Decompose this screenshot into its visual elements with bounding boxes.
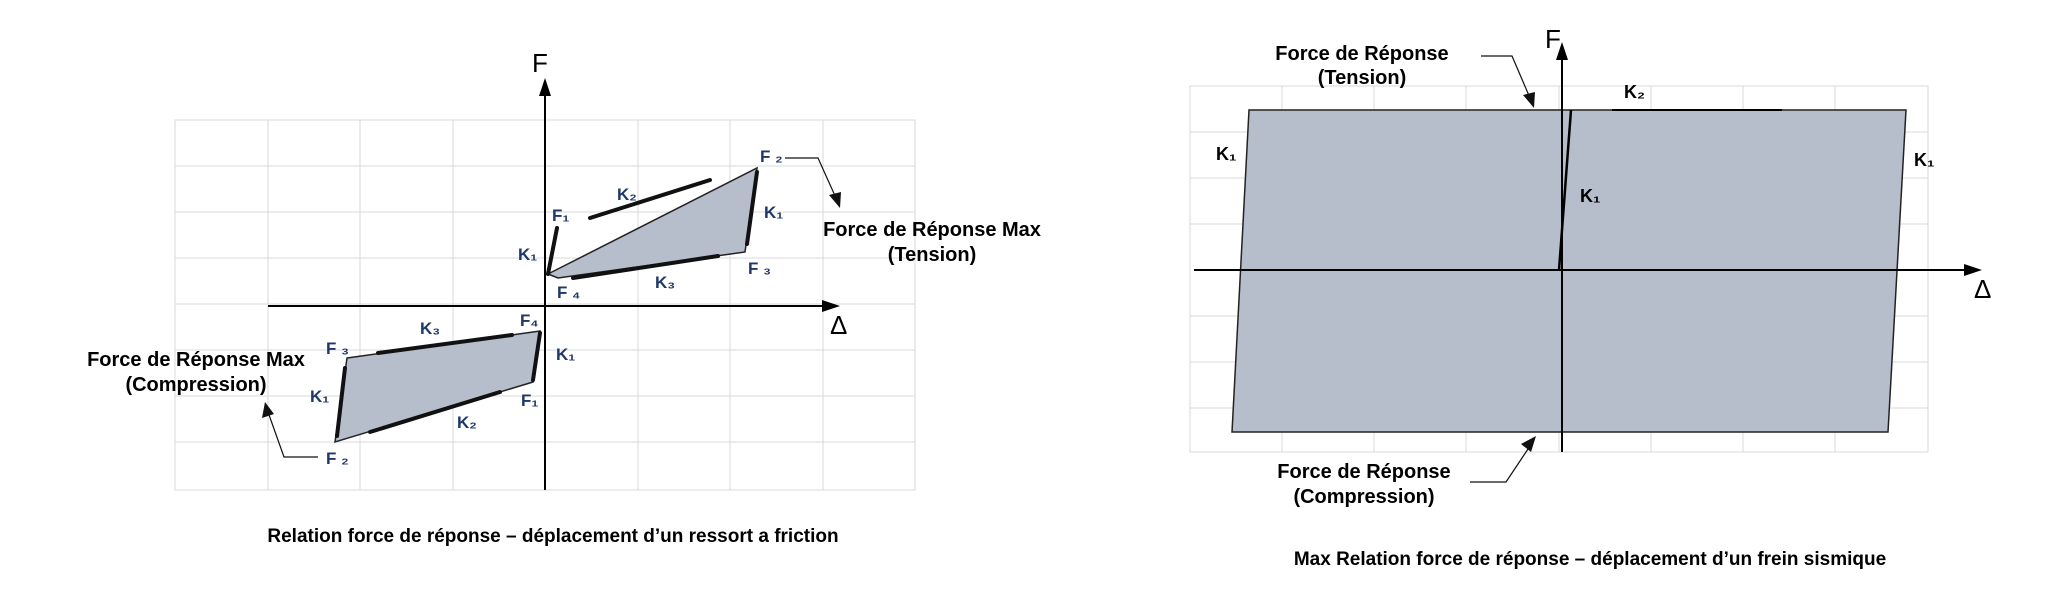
right-label-k2-top: K₂ xyxy=(1624,82,1645,102)
label-f3-upper: F ₃ xyxy=(748,259,771,278)
left-tension-callout-line1: Force de Réponse Max xyxy=(823,219,1041,241)
right-label-k1-right: K₁ xyxy=(1914,150,1934,170)
upper-hysteresis-loop xyxy=(546,166,758,279)
right-label-k1-center: K₁ xyxy=(1580,186,1600,206)
label-k1-lower-right: K₁ xyxy=(556,345,575,364)
lower-hysteresis-loop xyxy=(334,330,541,444)
right-tension-callout-line2: (Tension) xyxy=(1318,67,1407,89)
lower-k2-segment xyxy=(368,390,502,434)
left-compression-callout-line1: Force de Réponse Max xyxy=(87,349,305,371)
left-f-axis-label: F xyxy=(532,48,548,78)
left-delta-axis-label: Δ xyxy=(830,310,847,340)
label-k3-lower: K₃ xyxy=(420,319,440,338)
label-k1-lower-left: K₁ xyxy=(310,387,329,406)
upper-k1-right-segment xyxy=(745,170,759,246)
label-k1-upper-right: K₁ xyxy=(764,203,783,222)
right-delta-arrowhead xyxy=(1964,264,1982,276)
right-label-k1-left: K₁ xyxy=(1216,144,1236,164)
label-f4-upper: F ₄ xyxy=(557,283,580,302)
lower-k3-segment xyxy=(376,333,514,355)
right-compression-callout-line1: Force de Réponse xyxy=(1277,461,1450,483)
right-f-axis-label: F xyxy=(1545,24,1561,54)
right-f-arrowhead xyxy=(1556,42,1568,60)
tension-callout-arrowhead xyxy=(829,192,841,208)
lower-k1-left-segment xyxy=(335,366,347,438)
lower-k1-right-segment xyxy=(531,331,542,382)
right-tension-arrowhead xyxy=(1523,92,1535,108)
upper-k3-segment xyxy=(571,254,720,280)
left-f-arrowhead xyxy=(539,78,551,96)
right-delta-axis-label: Δ xyxy=(1974,274,1991,304)
tension-callout-pointer xyxy=(785,157,837,199)
label-k2-lower: K₂ xyxy=(457,413,477,432)
label-f1-lower: F₁ xyxy=(521,391,538,410)
label-f4-lower: F₄ xyxy=(520,311,539,330)
label-k1-upper-left: K₁ xyxy=(518,245,537,264)
left-diagram: F Δ F₁ F ₂ F ₃ F ₄ K₁ K₂ K₁ K₃ F₄ F ₃ F … xyxy=(87,48,1041,547)
right-compression-callout-line2: (Compression) xyxy=(1293,486,1434,508)
upper-k2-segment xyxy=(588,178,712,220)
left-caption: Relation force de réponse – déplacement … xyxy=(267,526,838,547)
right-compression-arrowhead xyxy=(1521,436,1536,452)
label-f3-lower: F ₃ xyxy=(326,339,349,358)
right-tension-callout-line1: Force de Réponse xyxy=(1275,43,1448,65)
label-f2-lower: F ₂ xyxy=(326,449,349,468)
upper-k1-left-segment xyxy=(546,226,559,276)
label-f2-upper: F ₂ xyxy=(760,147,783,166)
left-tension-callout-line2: (Tension) xyxy=(888,244,977,266)
right-diagram: F Δ K₁ K₁ K₁ K₂ Force de Réponse (Tensio… xyxy=(1189,24,1991,570)
right-compression-pointer xyxy=(1470,445,1531,483)
left-delta-arrowhead xyxy=(822,300,840,312)
compression-callout-arrowhead xyxy=(262,402,274,418)
label-f1-upper: F₁ xyxy=(552,206,569,225)
compression-callout-pointer xyxy=(267,411,318,458)
label-k2-upper: K₂ xyxy=(617,185,637,204)
left-compression-callout-line2: (Compression) xyxy=(125,374,266,396)
right-tension-pointer xyxy=(1481,55,1531,99)
label-k3-upper: K₃ xyxy=(655,273,675,292)
right-caption: Max Relation force de réponse – déplacem… xyxy=(1294,549,1886,570)
